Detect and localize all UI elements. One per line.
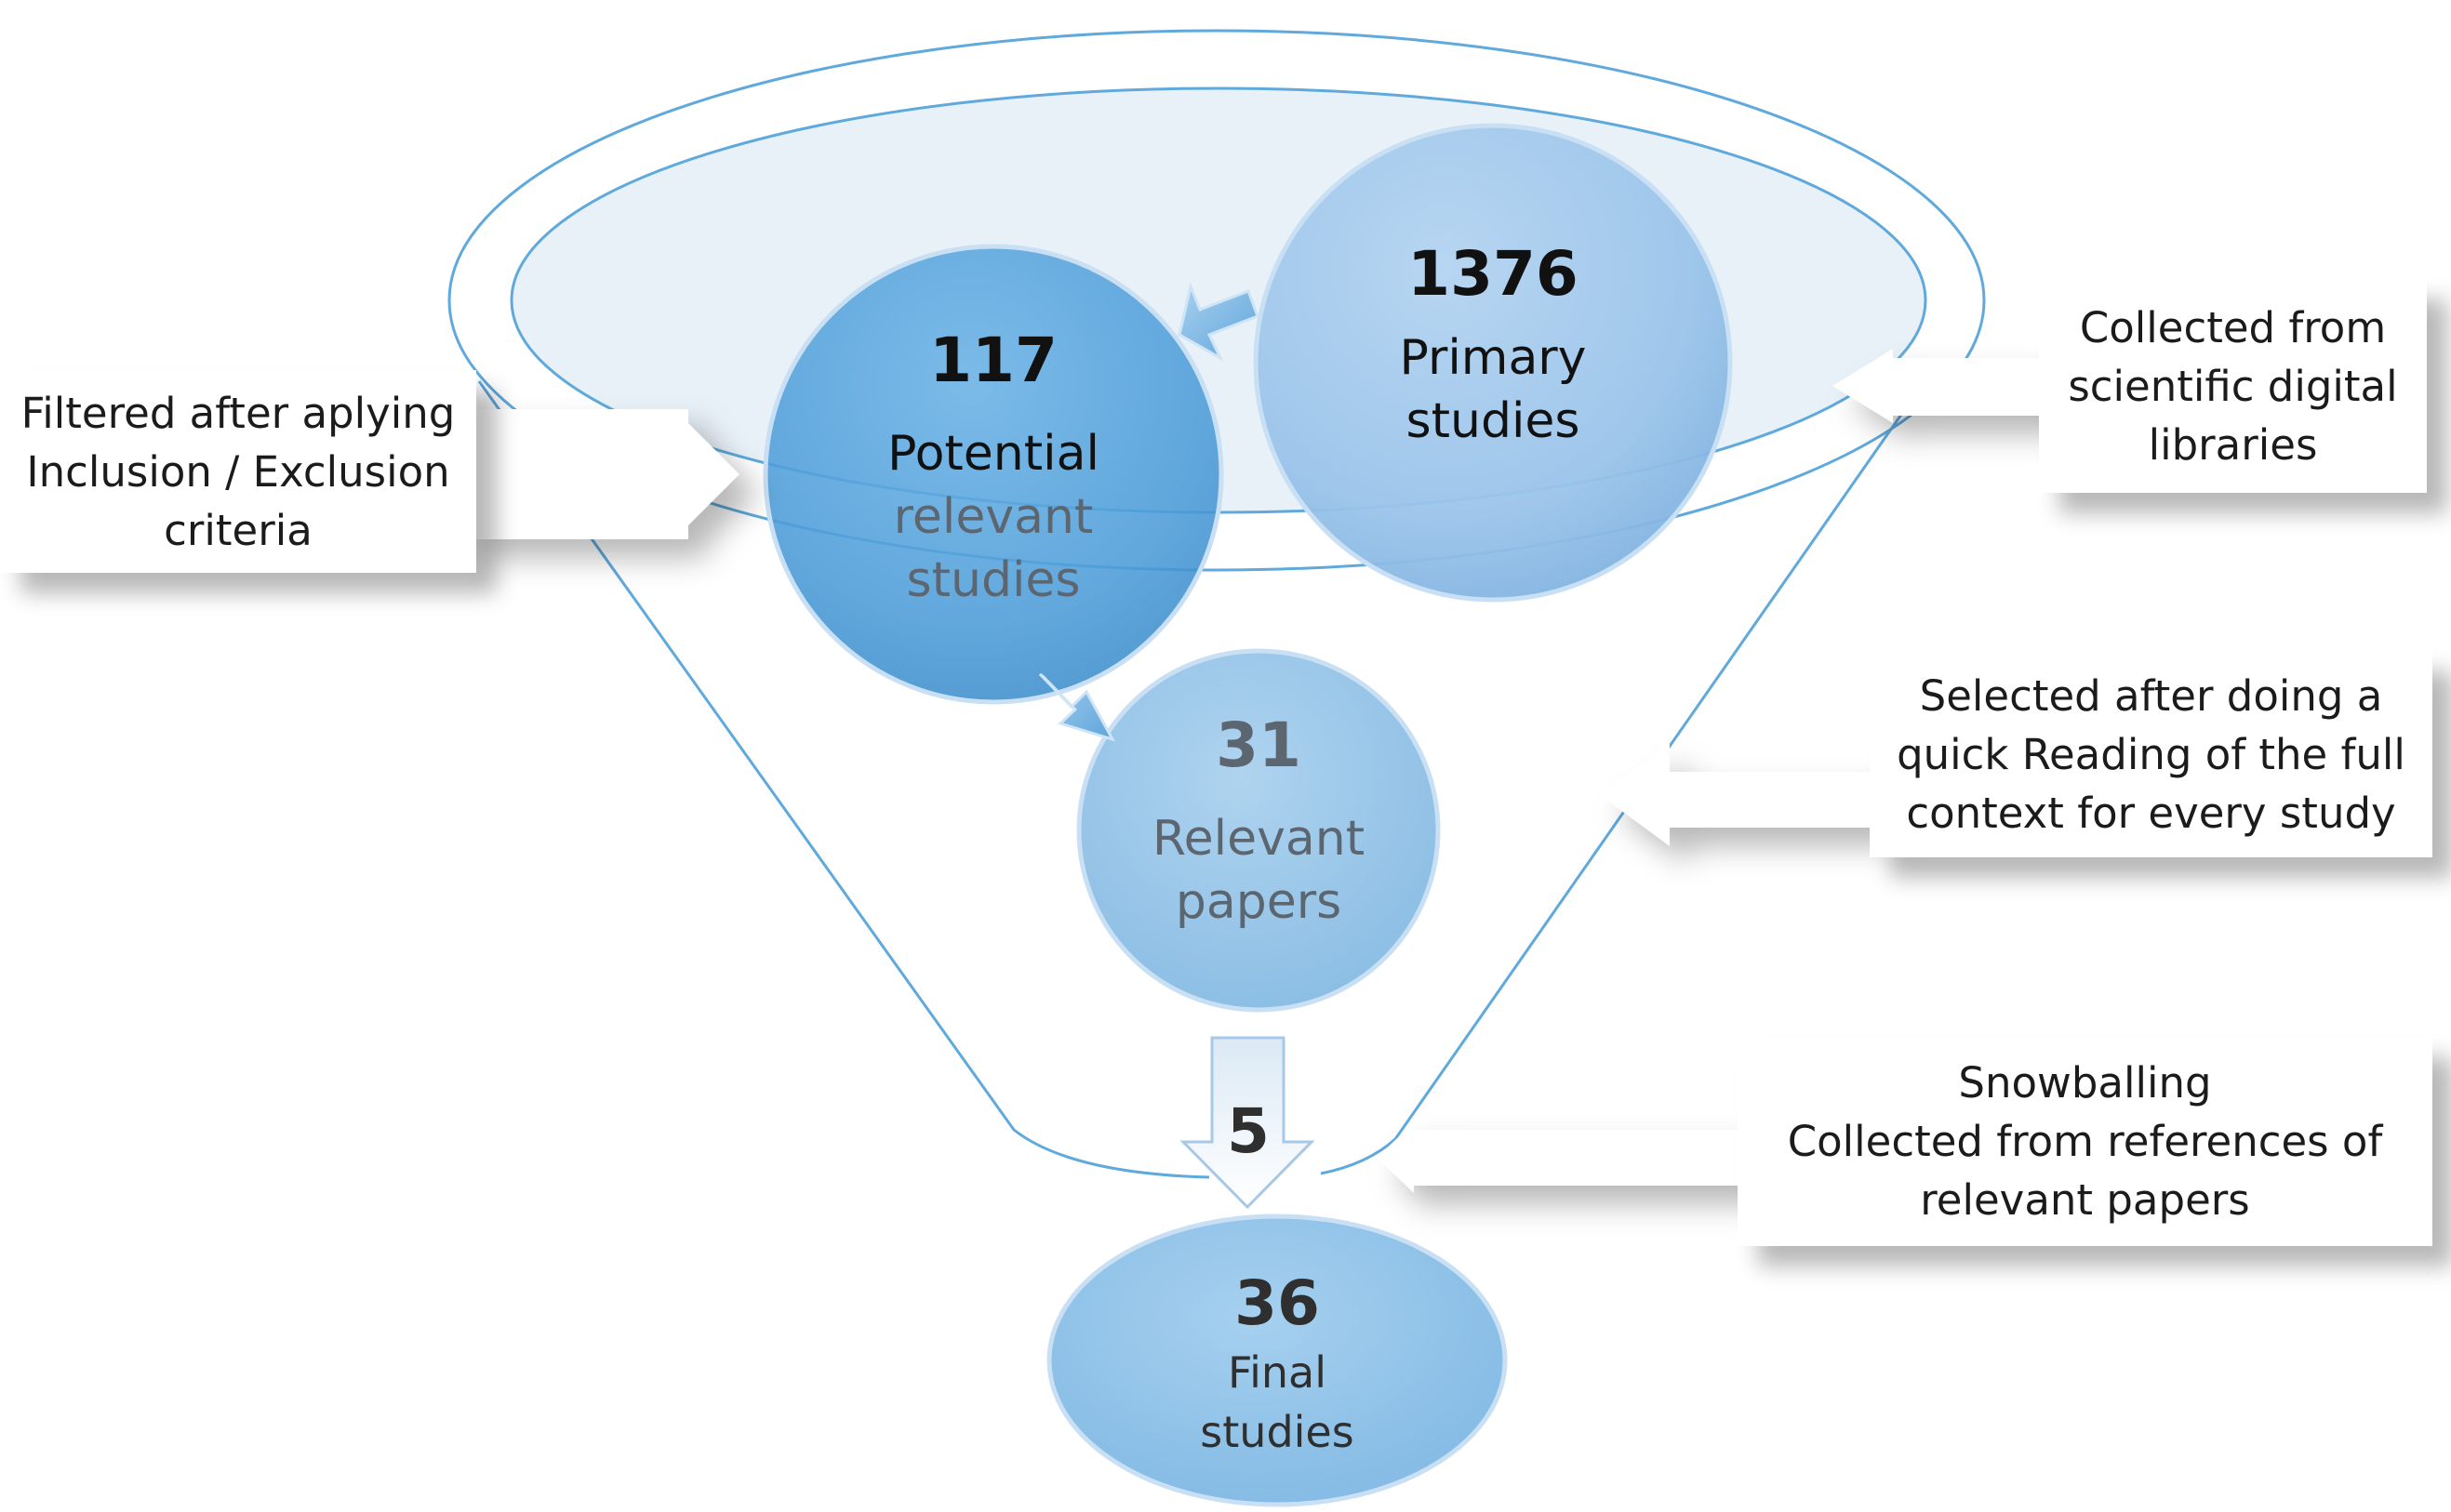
read-callout: Selected after doing a quick Reading of … (1870, 651, 2432, 857)
funnel-left-wall (477, 380, 1210, 1179)
snowball-arrow-icon (1377, 1122, 1749, 1193)
snowball-callout: Snowballing Collected from references of… (1738, 1037, 2432, 1246)
snowball-callout-line-3: relevant papers (1920, 1175, 2250, 1225)
final-studies-circle (1046, 1214, 1508, 1507)
collect-arrow-icon (1832, 349, 2056, 423)
primary-studies-circle (1253, 123, 1733, 603)
relevant-papers-circle (1076, 648, 1441, 1013)
collect-callout-line-1: Collected from (2079, 302, 2387, 352)
funnel-right-wall (1320, 399, 1913, 1175)
snowball-down-arrow (1179, 1036, 1315, 1210)
collect-callout: Collected from scientific digital librar… (2039, 279, 2427, 493)
funnel-outer-rim (447, 29, 1986, 572)
filter-arrow-icon (465, 409, 739, 539)
snowball-callout-line-1: Snowballing (1958, 1058, 2212, 1107)
read-callout-line-3: context for every study (1906, 788, 2396, 838)
read-callout-line-2: quick Reading of the full (1897, 729, 2405, 779)
callout-arrows (465, 349, 2056, 1193)
collect-callout-line-2: scientific digital (2068, 361, 2398, 411)
collect-callout-line-3: libraries (2148, 419, 2318, 470)
filter-callout-line-2: Inclusion / Exclusion (26, 446, 450, 497)
potential-studies-circle (763, 244, 1224, 705)
snowball-callout-line-2: Collected from references of (1787, 1117, 2383, 1166)
filter-callout-line-3: criteria (164, 505, 313, 555)
read-arrow-icon (1600, 744, 1879, 846)
arrow-primary-to-potential (1178, 281, 1259, 362)
arrow-potential-to-relevant (1038, 672, 1116, 742)
filter-callout: Filtered after aplying Inclusion / Exclu… (0, 370, 476, 573)
filter-callout-line-1: Filtered after aplying (20, 388, 456, 438)
read-callout-line-1: Selected after doing a (1919, 670, 2383, 721)
